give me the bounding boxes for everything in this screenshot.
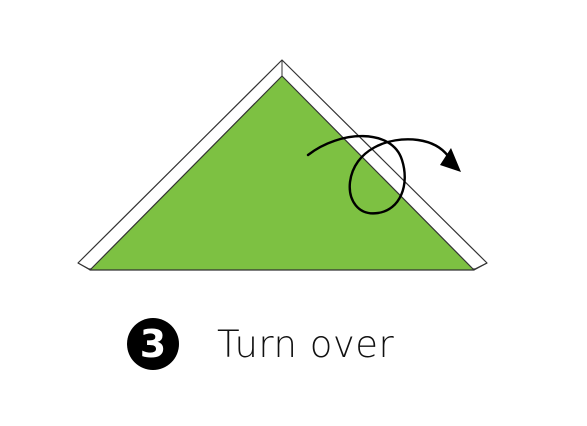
turn-over-arrow-icon — [306, 134, 461, 215]
step-number-badge: 3 — [127, 318, 179, 370]
turn-over-arrowhead — [440, 148, 461, 172]
left-corner-edge — [77, 262, 91, 271]
step-instruction-text: Turn over — [217, 322, 395, 366]
paper-front-triangle — [89, 75, 475, 271]
right-corner-edge — [473, 262, 488, 271]
turn-over-arrow-loop — [306, 134, 450, 215]
